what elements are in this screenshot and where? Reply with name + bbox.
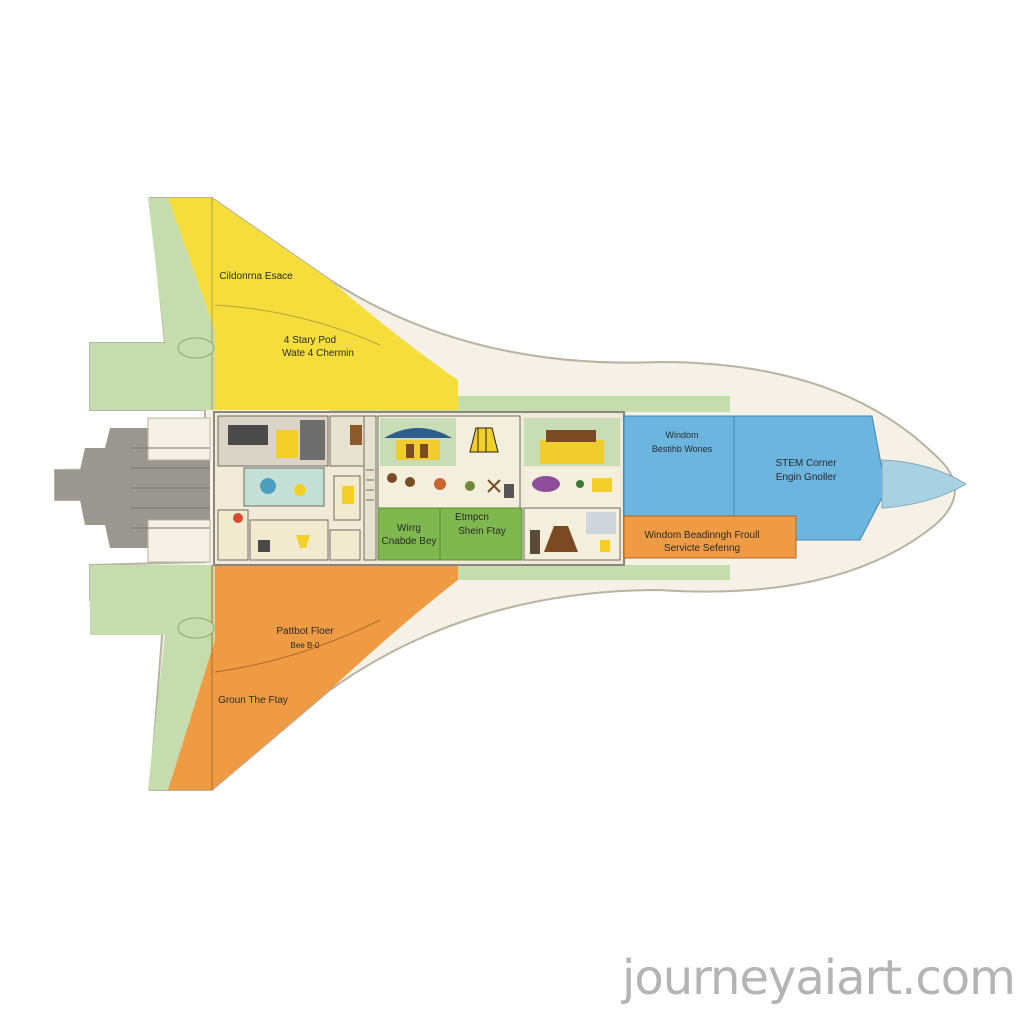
label-orange-1: Pattbot Floer bbox=[276, 626, 334, 637]
blue-room-left bbox=[623, 415, 735, 517]
label-blue-left-1: Windom bbox=[665, 430, 698, 440]
label-blue-right-2: Engin Gnoller bbox=[776, 472, 837, 483]
label-blue-left-2: Bestihb Wones bbox=[652, 444, 713, 454]
upper-wing bbox=[90, 198, 215, 410]
wing-nub bbox=[177, 617, 215, 639]
label-blue-right-1: STEM Corner bbox=[775, 458, 837, 469]
label-orange-room-2: Servicte Sefenng bbox=[664, 543, 740, 554]
label-orange-bottom: Groun The Ftay bbox=[218, 695, 288, 706]
label-yellow-2: Wate 4 Chermin bbox=[282, 348, 354, 359]
orange-room bbox=[623, 515, 797, 559]
back-rooms bbox=[217, 415, 377, 561]
activity-rooms bbox=[377, 415, 621, 561]
label-green-2b: Shein Ftay bbox=[458, 526, 506, 537]
yellow-zone-divider bbox=[214, 304, 381, 346]
label-orange-2: Bee B-0 bbox=[291, 641, 320, 650]
wing-nub bbox=[177, 337, 215, 359]
watermark: journeyaiart.com bbox=[622, 950, 1016, 1006]
label-green-1b: Cnabde Bey bbox=[381, 536, 436, 547]
label-yellow-top: Cildonrna Esace bbox=[219, 271, 293, 282]
orange-zone bbox=[168, 565, 458, 790]
green-room-1 bbox=[377, 507, 441, 561]
label-green-1a: Wirrg bbox=[397, 523, 421, 534]
nose-cone bbox=[881, 459, 967, 509]
label-green-2a: Etmpcn bbox=[455, 512, 489, 523]
green-room-2 bbox=[439, 507, 523, 561]
label-orange-room-1: Windom Beadinngh Froull bbox=[644, 530, 759, 541]
label-yellow-1: 4 Stary Pod bbox=[284, 335, 336, 346]
yellow-zone bbox=[168, 198, 458, 410]
engine-block bbox=[55, 417, 211, 563]
orange-zone-divider bbox=[214, 619, 381, 673]
